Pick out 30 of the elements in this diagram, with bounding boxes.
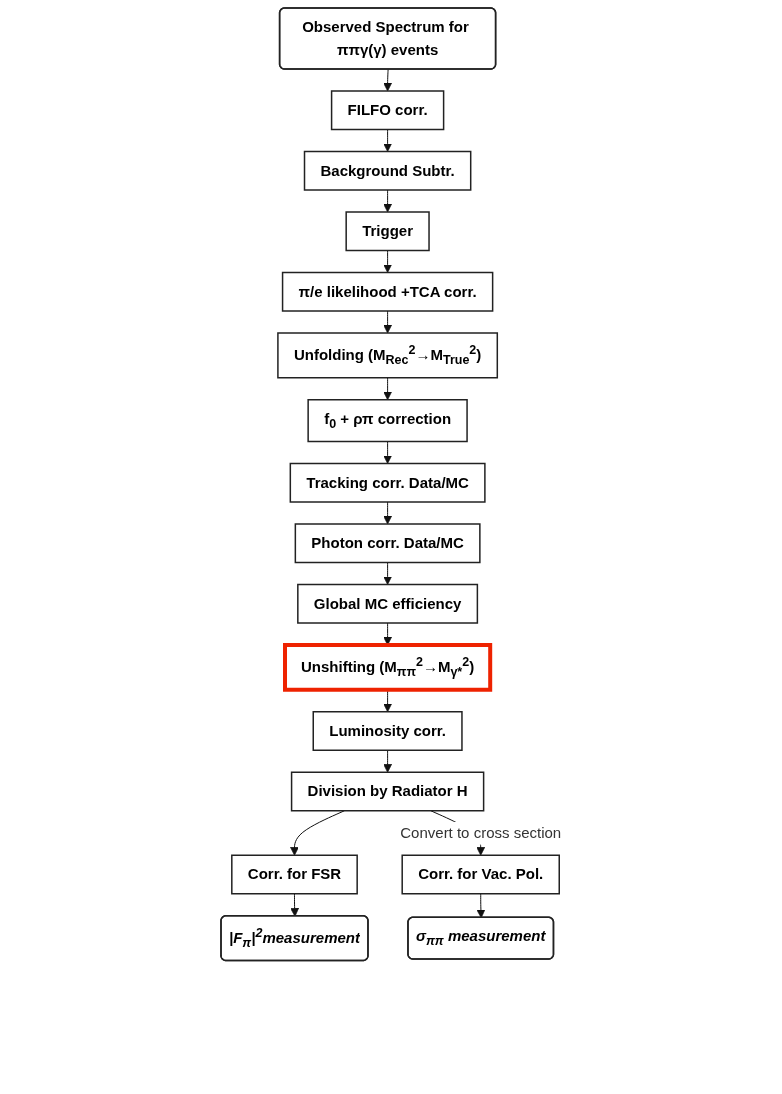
arrow — [383, 689, 392, 713]
arrow — [383, 501, 392, 525]
arrow — [383, 250, 392, 273]
edge-label: Convert to cross section — [400, 823, 562, 841]
arrow — [383, 441, 392, 464]
node-box: π/e likelihood +TCA corr. — [281, 271, 494, 312]
node-box: Background Subtr. — [303, 150, 472, 191]
arrow — [290, 810, 345, 856]
arrow — [383, 310, 392, 334]
arrow — [290, 893, 299, 917]
node-box: Division by Radiator H — [290, 771, 485, 812]
node-box: FILFO corr. — [330, 90, 445, 131]
node-box: Unfolding (M$_{Rec}$$^{2}$→M$_{True}$$^{2}$) — [277, 332, 498, 379]
node-box: f$_{0}$ + ρπ correction — [307, 399, 468, 443]
node-box: Corr. for FSR — [230, 854, 358, 895]
arrow — [383, 189, 392, 213]
node-box: Corr. for Vac. Pol. — [401, 854, 560, 895]
node-box: Trigger — [345, 211, 430, 252]
arrow — [383, 129, 392, 152]
node-box: Luminosity corr. — [312, 711, 463, 751]
node-box: Photon corr. Data/MC — [294, 523, 481, 564]
arrow — [383, 622, 392, 646]
arrow — [383, 377, 392, 401]
arrow — [383, 69, 392, 92]
arrow — [476, 893, 486, 919]
node-box: Tracking corr. Data/MC — [289, 462, 486, 503]
node-box: Global MC efficiency — [297, 583, 479, 624]
node-box: Unshifting (M$_{ππ}$$^{2}$→M$_{γ*}$$^{2}$) — [282, 643, 493, 692]
arrow — [383, 562, 392, 585]
arrow — [383, 749, 392, 773]
